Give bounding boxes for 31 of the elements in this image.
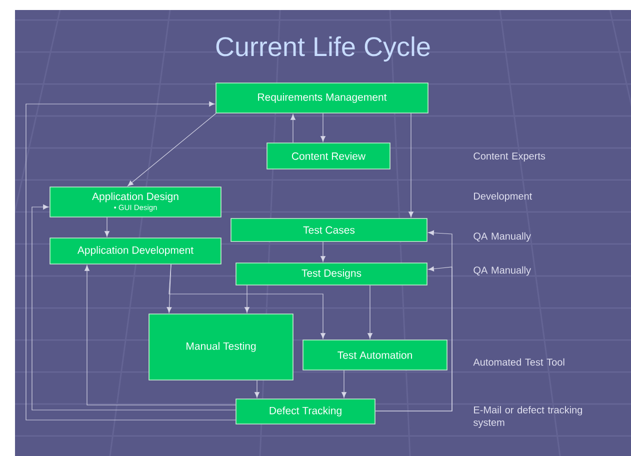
arrow xyxy=(290,114,296,143)
process-box: Application Development xyxy=(50,238,222,264)
annotation: QA Manually xyxy=(474,266,531,276)
arrow xyxy=(32,204,236,410)
arrow xyxy=(368,285,372,339)
process-box: Test Designs xyxy=(236,262,428,286)
process-box: Content Review xyxy=(266,142,390,170)
arrow xyxy=(244,285,250,313)
annotation: Automated Test Tool xyxy=(473,358,564,366)
arrow xyxy=(375,266,452,412)
process-box: Test Automation xyxy=(302,340,448,370)
arrow xyxy=(166,264,172,313)
process-box: Manual Testing xyxy=(148,314,294,380)
arrow xyxy=(104,217,110,237)
annotation: Content Experts xyxy=(474,152,546,162)
annotation: E-Mail or defect tracking system xyxy=(474,406,582,428)
arrow xyxy=(342,370,346,398)
annotation: Development xyxy=(474,192,532,202)
arrow xyxy=(320,113,326,142)
arrow xyxy=(84,265,236,406)
process-box: Defect Tracking xyxy=(236,398,376,424)
process-box: Requirements Management xyxy=(216,82,428,114)
arrow xyxy=(320,242,326,262)
title: Current Life Cycle xyxy=(216,36,430,62)
arrow xyxy=(128,113,216,186)
arrow xyxy=(254,380,260,398)
arrow xyxy=(408,113,414,218)
arrow xyxy=(26,102,236,420)
arrow xyxy=(168,264,326,339)
process-box: Test Cases xyxy=(230,218,428,242)
annotation: QA Manually xyxy=(474,232,531,242)
